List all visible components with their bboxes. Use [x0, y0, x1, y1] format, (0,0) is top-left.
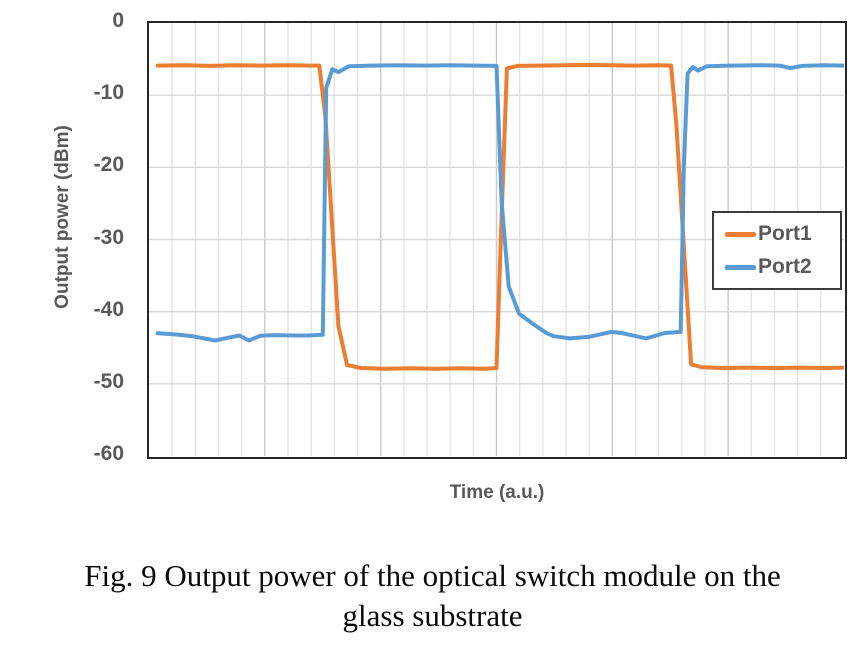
y-tick-label-neg30: -30: [93, 225, 124, 249]
port1-line-swatch: [725, 231, 756, 237]
legend-label-port2: Port2: [758, 255, 812, 278]
legend-box: Port1 Port2: [712, 211, 842, 290]
plot-area: Port1 Port2: [147, 21, 847, 459]
y-tick-label-neg60: -60: [93, 442, 124, 465]
y-tick-label-neg20: -20: [93, 153, 124, 177]
legend-label-port1: Port1: [758, 222, 812, 245]
caption-line-2: glass substrate: [342, 598, 523, 633]
port2-trace: [155, 63, 844, 343]
y-tick-label-neg10: -10: [93, 81, 124, 105]
port2-line-swatch: [725, 264, 756, 270]
y-tick-label-neg50: -50: [93, 369, 124, 393]
figure-caption: Fig. 9 Output power of the optical switc…: [0, 556, 865, 636]
line-chart: Output power (dBm) 0-10-20-30-40-50-60 P…: [52, 9, 847, 503]
legend-item-port1: Port1: [725, 222, 840, 246]
caption-line-1: Fig. 9 Output power of the optical switc…: [84, 558, 781, 593]
y-tick-label-0: 0: [112, 9, 124, 32]
legend-item-port2: Port2: [725, 255, 840, 279]
y-tick-label-neg40: -40: [93, 297, 124, 321]
port1-trace: [155, 62, 844, 371]
x-axis-title: Time (a.u.): [449, 482, 545, 503]
